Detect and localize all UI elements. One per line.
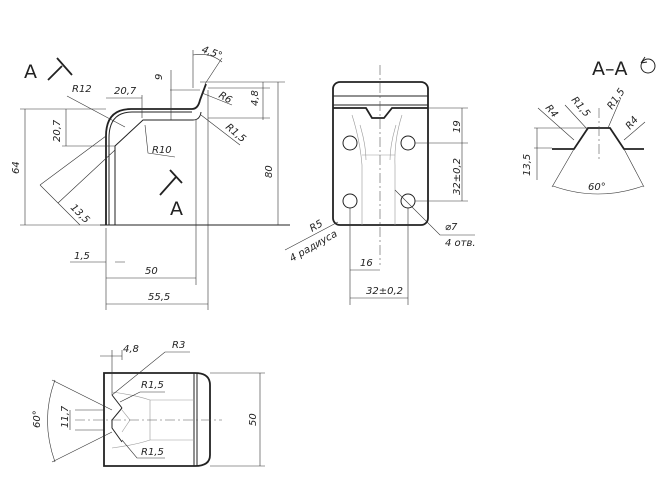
dim-20-7-horizontal: 20,7 — [114, 86, 137, 97]
dim-80: 80 — [264, 165, 275, 178]
dim-20-7-vertical: 20,7 — [52, 119, 63, 142]
dim-19: 19 — [452, 120, 463, 133]
dim-32-horizontal: 32±0,2 — [366, 286, 403, 297]
dim-r1-5-bottom: R1,5 — [141, 447, 164, 458]
section-arrow-icon — [47, 57, 73, 81]
rotated-view-icon — [640, 58, 656, 74]
dim-55-5: 55,5 — [148, 292, 170, 303]
dim-50: 50 — [145, 266, 158, 277]
outer-profile — [105, 83, 207, 225]
section-label-a: A — [24, 61, 37, 83]
dim-4-8: 4,8 — [250, 90, 261, 106]
dim-r10: R10 — [152, 145, 172, 156]
dim-r12: R12 — [72, 84, 92, 95]
dim-32-vertical: 32±0,2 — [452, 158, 463, 195]
part-outline — [332, 81, 429, 226]
section-label-a-bottom: A — [170, 198, 183, 220]
dim-r3: R3 — [172, 340, 185, 351]
section-title: A–A — [592, 58, 628, 80]
dim-9: 9 — [154, 74, 165, 80]
dim-1-5: 1,5 — [74, 251, 90, 262]
section-arrow-icon — [159, 169, 183, 196]
dim-4-8: 4,8 — [123, 344, 139, 355]
part-outline — [103, 372, 211, 467]
dim-50: 50 — [248, 413, 259, 426]
inner-profile — [114, 111, 202, 225]
dim-16: 16 — [360, 258, 373, 269]
dim-hole-diameter: ⌀7 — [445, 222, 458, 233]
dim-13-5: 13,5 — [522, 154, 533, 176]
dim-r1-5-top: R1,5 — [141, 380, 164, 391]
hole — [342, 135, 358, 151]
dim-64: 64 — [11, 161, 22, 174]
dim-11-7: 11,7 — [60, 405, 71, 428]
dim-60-degrees: 60° — [32, 410, 43, 428]
dim-hole-note: 4 отв. — [445, 238, 476, 249]
dim-60-degrees: 60° — [588, 182, 606, 193]
top-view: 4,8 R3 R1,5 R1,5 11,7 60° 50 — [32, 340, 265, 467]
